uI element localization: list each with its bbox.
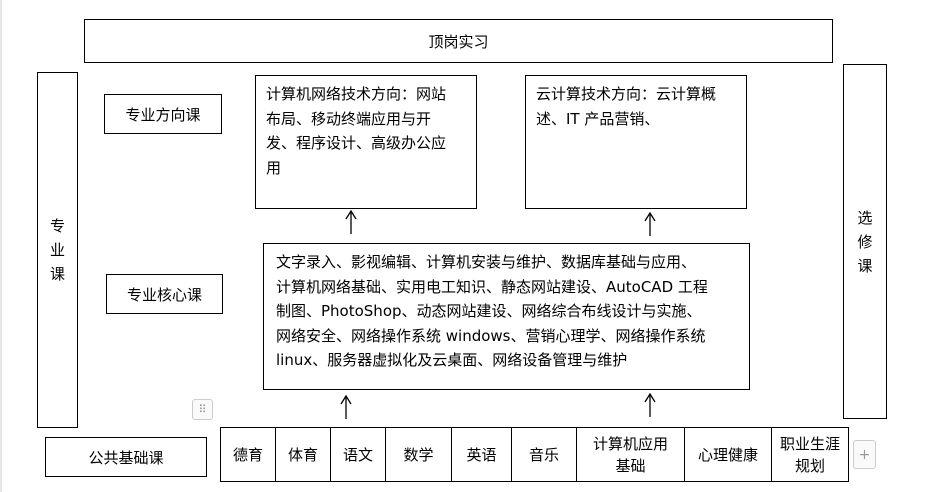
public-label-text: 公共基础课 (88, 448, 164, 467)
course-cell: 心理健康 (684, 427, 772, 482)
direction-course-label: 专业方向课 (104, 94, 222, 134)
internship-box: 顶岗实习 (84, 19, 833, 63)
course-cell: 德育 (220, 427, 276, 482)
text-line: 文字录入、影视编辑、计算机安装与维护、数据库基础与应用、 (276, 253, 697, 271)
public-courses-table: 德育 体育 语文 数学 英语 音乐 计算机应用基础 心理健康 职业生涯规划 (220, 427, 849, 482)
text-line: linux、服务器虚拟化及云桌面、网络设备管理与维护 (276, 351, 628, 369)
text-line: 用 (266, 158, 282, 177)
course-cell: 音乐 (511, 427, 577, 482)
text-line: 制图、PhotoShop、动态网站建设、网络综合布线设计与实施、 (276, 302, 702, 320)
table-move-handle-icon[interactable]: ⠿ (192, 399, 213, 420)
text-line: 网络安全、网络操作系统 windows、营销心理学、网络操作系统 (276, 326, 706, 345)
elective-char: 修 (857, 232, 873, 251)
direction-label-text: 专业方向课 (125, 105, 201, 124)
elective-char: 课 (857, 256, 873, 275)
up-arrow-icon (340, 395, 352, 419)
text-line: 计算机网络基础、实用电工知识、静态网站建设、AutoCAD 工程 (276, 277, 708, 296)
major-courses-box: 专业课 (37, 72, 78, 428)
course-cell: 体育 (275, 427, 331, 482)
major-char: 课 (49, 265, 65, 283)
up-arrow-icon (644, 212, 656, 236)
cloud-direction-box: 云计算技术方向：云计算概 述、IT 产品营销、 (525, 75, 747, 209)
course-cell: 数学 (385, 427, 452, 482)
up-arrow-icon (644, 393, 656, 417)
core-label-text: 专业核心课 (126, 285, 202, 304)
text-line: 计算机网络技术方向：网站 (266, 85, 447, 103)
elective-courses-box: 选修课 (843, 64, 887, 419)
table-row: 德育 体育 语文 数学 英语 音乐 计算机应用基础 心理健康 职业生涯规划 (220, 427, 849, 482)
network-direction-box: 计算机网络技术方向：网站 布局、移动终端应用与开 发、程序设计、高级办公应 用 (255, 75, 477, 209)
course-cell: 计算机应用基础 (576, 427, 685, 482)
text-line: 云计算技术方向：云计算概 (536, 85, 717, 103)
elective-char: 选 (857, 208, 873, 227)
core-course-label: 专业核心课 (106, 274, 223, 314)
course-cell: 英语 (451, 427, 512, 482)
public-course-label: 公共基础课 (45, 437, 207, 477)
text-line: 布局、移动终端应用与开 (266, 109, 432, 128)
major-char: 专 (49, 217, 65, 235)
internship-label: 顶岗实习 (428, 32, 489, 51)
core-courses-box: 文字录入、影视编辑、计算机安装与维护、数据库基础与应用、 计算机网络基础、实用电… (263, 243, 750, 390)
add-column-button[interactable]: + (853, 440, 876, 469)
text-line: 述、IT 产品营销、 (536, 109, 660, 128)
major-char: 业 (49, 241, 65, 259)
up-arrow-icon (345, 210, 357, 234)
course-cell: 职业生涯规划 (771, 427, 849, 482)
text-line: 发、程序设计、高级办公应 (266, 134, 447, 152)
course-cell: 语文 (330, 427, 386, 482)
page-edge (0, 0, 2, 492)
